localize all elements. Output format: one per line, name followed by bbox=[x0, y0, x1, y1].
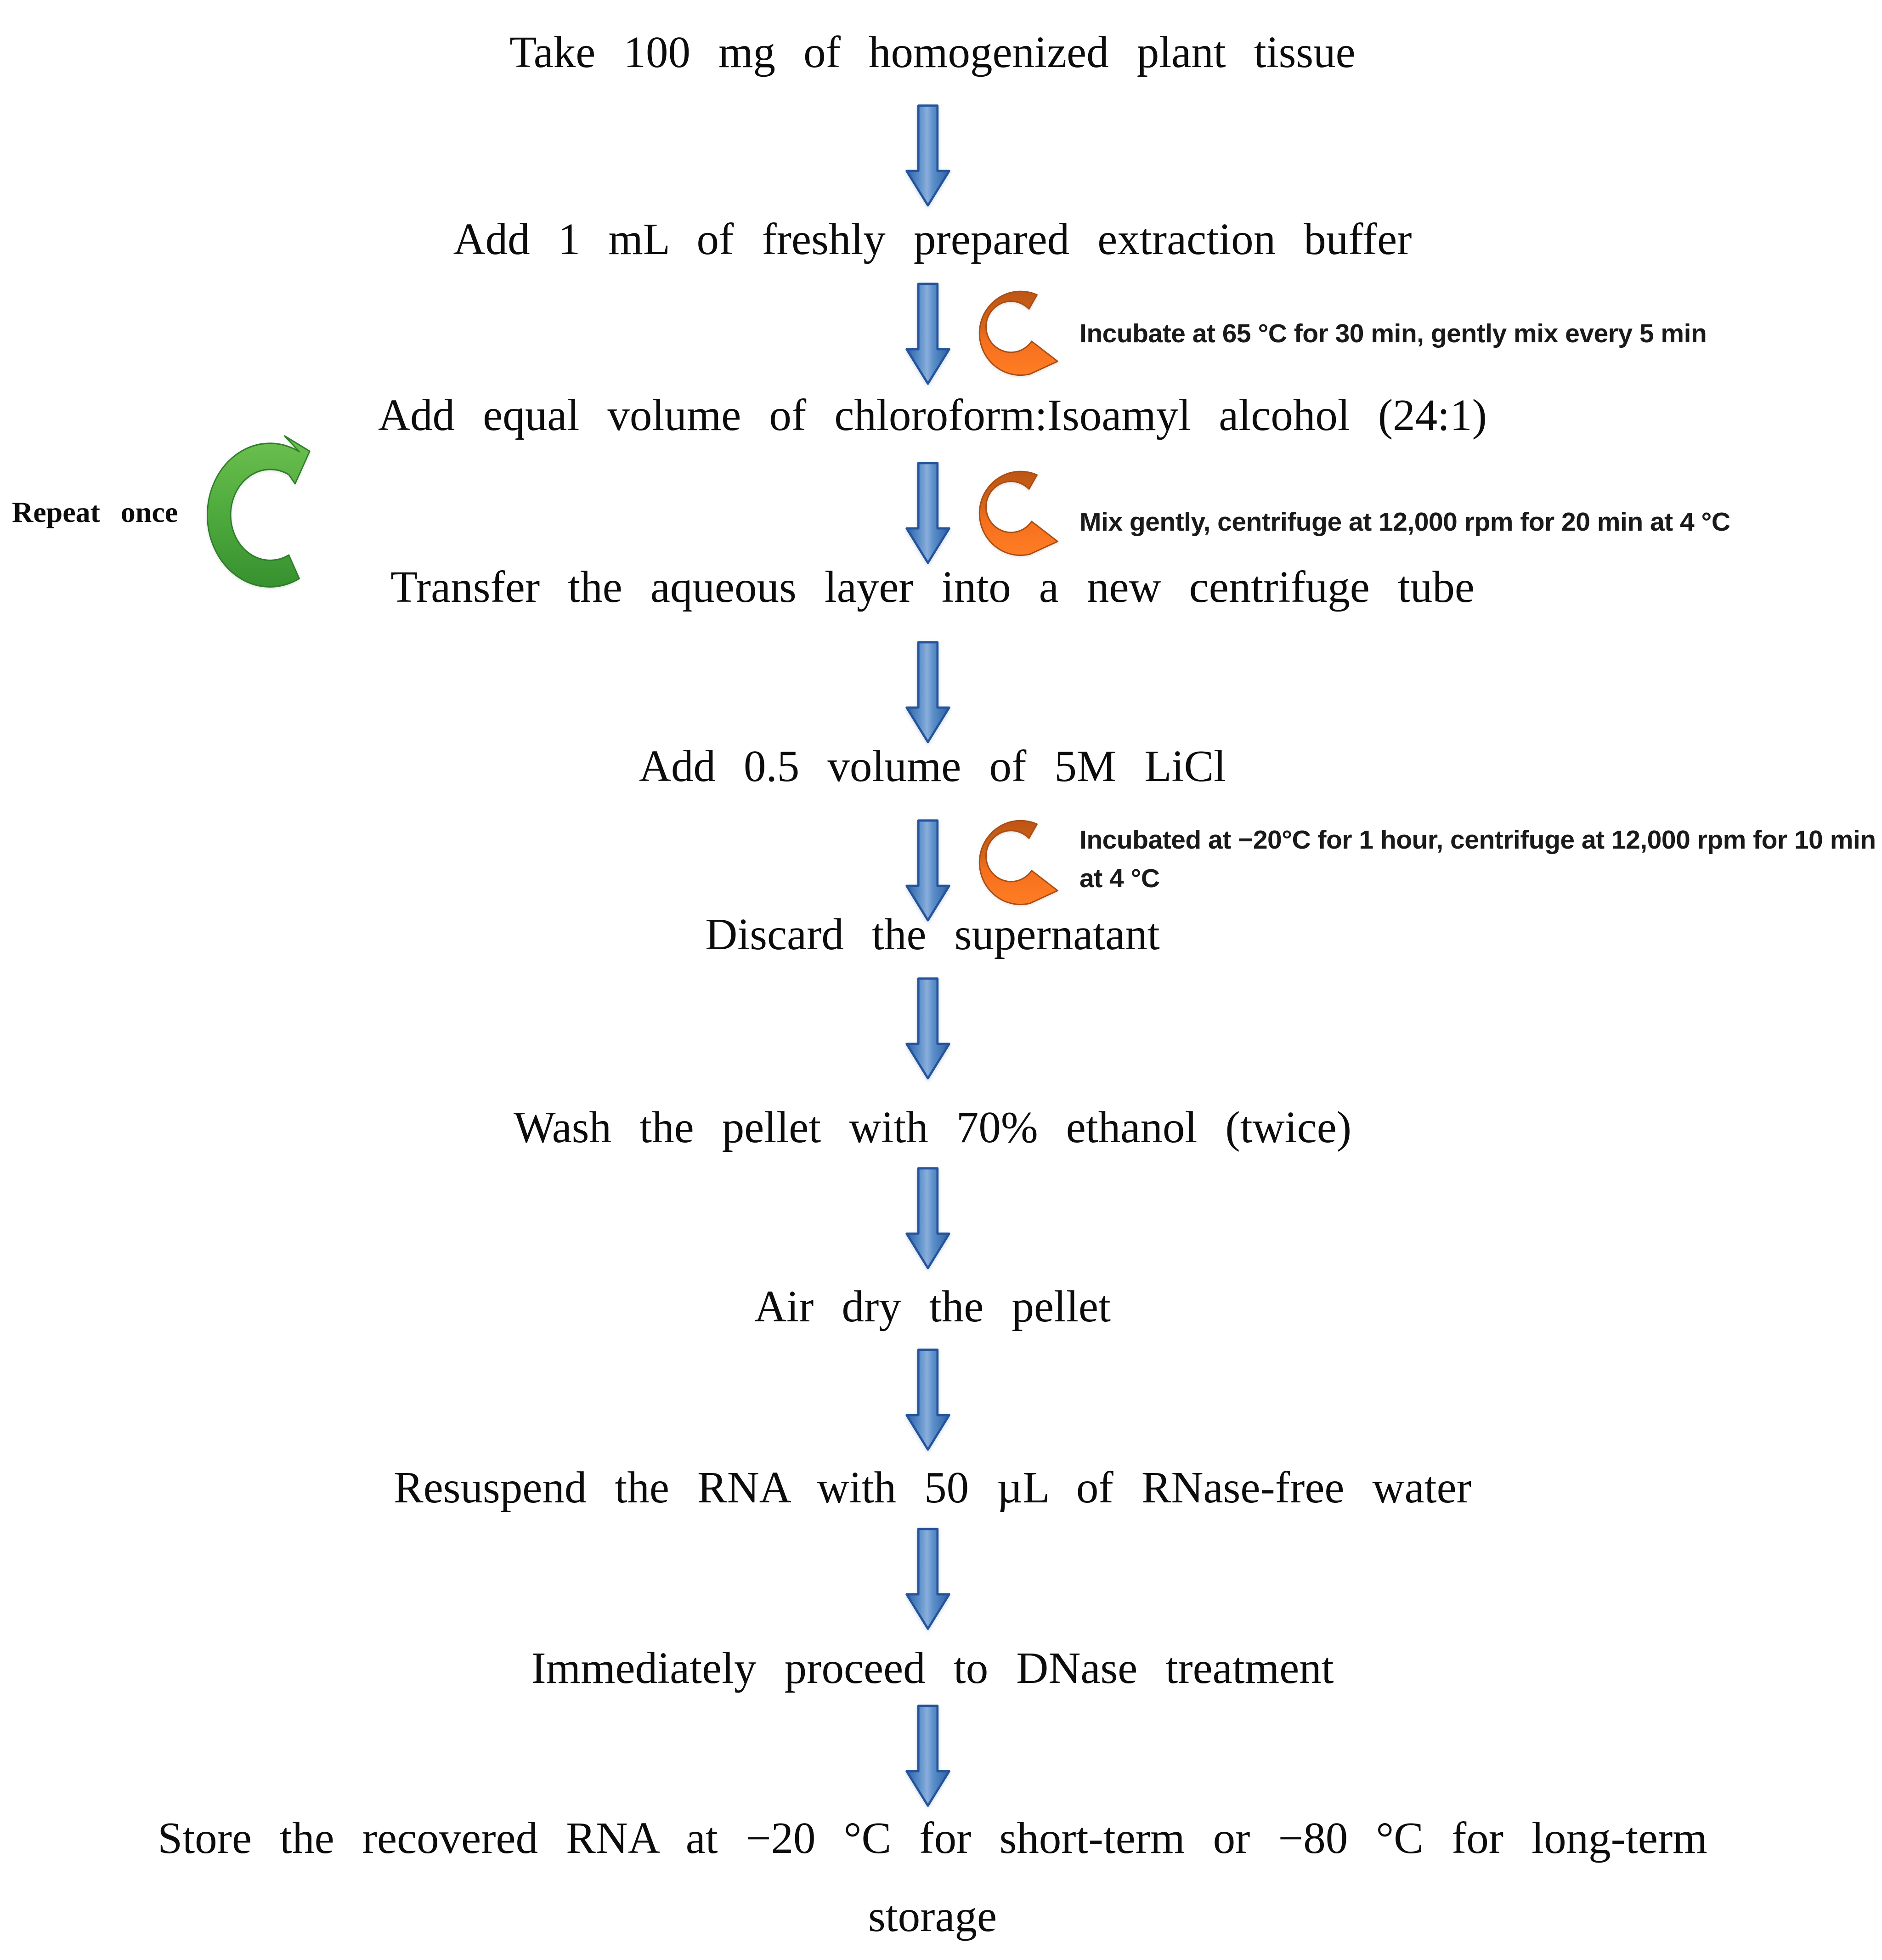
step-add-chloroform: Add equal volume of chloroform:Isoamyl a… bbox=[378, 391, 1487, 440]
step-add-licl: Add 0.5 volume of 5M LiCl bbox=[639, 742, 1226, 791]
down-arrow-icon bbox=[904, 639, 952, 745]
curved-arrow-icon bbox=[978, 290, 1058, 376]
step-store-rna-line1: Store the recovered RNA at −20 °C for sh… bbox=[158, 1813, 1707, 1863]
down-arrow-icon bbox=[904, 1165, 952, 1271]
step-discard-supernatant: Discard the supernatant bbox=[705, 910, 1160, 959]
step-transfer-aqueous-layer: Transfer the aqueous layer into a new ce… bbox=[390, 562, 1475, 612]
down-arrow-icon bbox=[904, 1702, 952, 1809]
repeat-once-label: Repeat once bbox=[12, 496, 178, 528]
curved-arrow-icon bbox=[978, 820, 1058, 906]
step-wash-pellet: Wash the pellet with 70% ethanol (twice) bbox=[513, 1103, 1352, 1152]
down-arrow-icon bbox=[904, 1346, 952, 1453]
down-arrow-icon bbox=[904, 280, 952, 387]
step-air-dry-pellet: Air dry the pellet bbox=[754, 1282, 1111, 1331]
annotation-licl-incubation: Incubated at −20°C for 1 hour, centrifug… bbox=[1079, 825, 1876, 893]
repeat-arrow-icon bbox=[206, 435, 311, 588]
down-arrow-icon bbox=[904, 459, 952, 566]
step-take-tissue: Take 100 mg of homogenized plant tissue bbox=[509, 28, 1356, 77]
annotation-incubate-65c: Incubate at 65 °C for 30 min, gently mix… bbox=[1079, 319, 1707, 348]
annotation-mix-centrifuge: Mix gently, centrifuge at 12,000 rpm for… bbox=[1079, 507, 1730, 537]
step-dnase-treatment: Immediately proceed to DNase treatment bbox=[531, 1643, 1334, 1693]
down-arrow-icon bbox=[904, 975, 952, 1082]
down-arrow-icon bbox=[904, 102, 952, 209]
step-add-extraction-buffer: Add 1 mL of freshly prepared extraction … bbox=[453, 215, 1412, 264]
step-store-rna-line2: storage bbox=[868, 1892, 997, 1941]
step-resuspend-rna: Resuspend the RNA with 50 µL of RNase-fr… bbox=[394, 1463, 1471, 1512]
down-arrow-icon bbox=[904, 1525, 952, 1632]
down-arrow-icon bbox=[904, 817, 952, 923]
curved-arrow-icon bbox=[978, 470, 1058, 556]
